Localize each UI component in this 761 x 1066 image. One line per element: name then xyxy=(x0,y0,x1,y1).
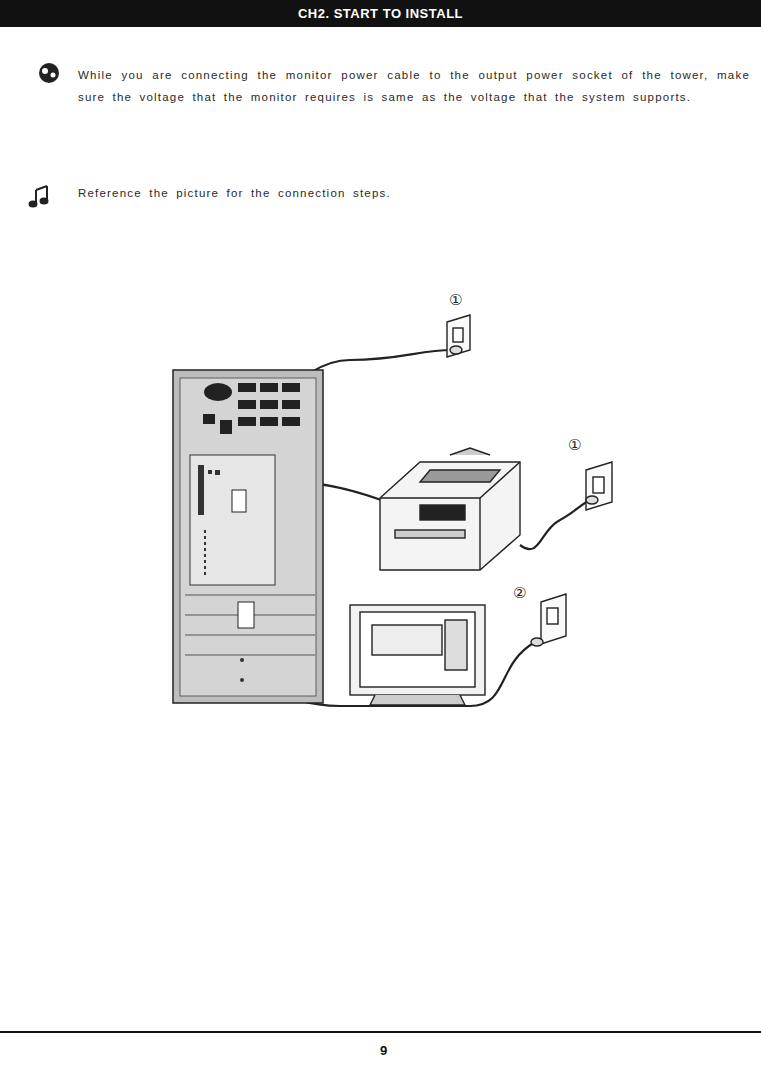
monitor xyxy=(350,605,485,705)
printer xyxy=(380,448,520,570)
chapter-title: CH2. START TO INSTALL xyxy=(0,6,761,21)
tower-case xyxy=(173,370,323,703)
footer-rule xyxy=(0,1031,761,1033)
wall-sockets xyxy=(447,315,612,646)
callout-number: ① xyxy=(567,436,582,454)
page-number: 9 xyxy=(380,1043,387,1058)
music-icon xyxy=(30,186,48,207)
note-text: While you are connecting the monitor pow… xyxy=(78,64,750,108)
callout-number: ② xyxy=(512,584,527,602)
callout-number: ① xyxy=(448,291,463,309)
instruction-text: Reference the picture for the connection… xyxy=(78,182,750,204)
note-icon xyxy=(39,63,59,83)
